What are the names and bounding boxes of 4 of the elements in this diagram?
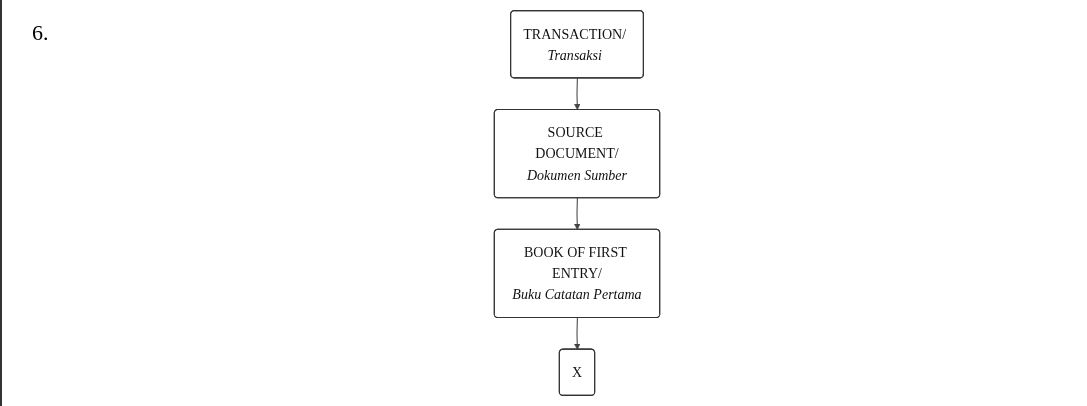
arrow (574, 77, 581, 111)
arrow (574, 197, 581, 230)
question-number: 6. (32, 20, 49, 46)
arrow (574, 317, 581, 350)
